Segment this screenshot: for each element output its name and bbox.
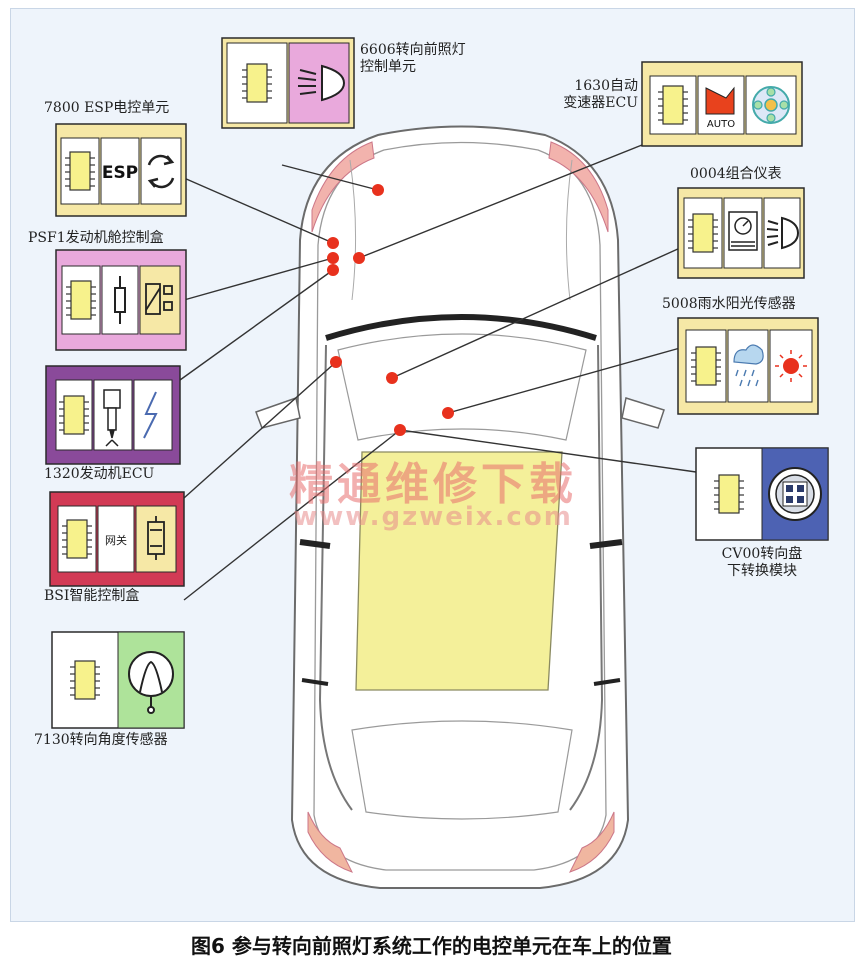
module-7130 xyxy=(51,631,185,729)
windshield xyxy=(337,333,587,441)
left-sill-trim xyxy=(301,678,329,686)
watermark-text: 精通维修下载 xyxy=(289,459,577,510)
right-sill-trim xyxy=(593,678,621,686)
label-1320: 1320发动机ECU xyxy=(44,466,154,483)
gateway-label: 网关 xyxy=(105,533,127,547)
label-6606-line2: 控制单元 xyxy=(360,59,416,75)
label-0004: 0004组合仪表 xyxy=(690,166,782,183)
module-6606 xyxy=(221,37,355,129)
module-5008 xyxy=(677,317,819,415)
relay-icon xyxy=(147,516,165,560)
left-pillar xyxy=(318,344,353,811)
label-7800: 7800 ESP电控单元 xyxy=(44,100,169,117)
instrument-cluster-icon xyxy=(728,211,758,251)
marker-1320 xyxy=(327,264,339,276)
figure-caption: 图6 参与转向前照灯系统工作的电控单元在车上的位置 xyxy=(191,934,672,958)
label-5008: 5008雨水阳光传感器 xyxy=(662,296,796,313)
stability-icon xyxy=(147,154,175,189)
label-bsi: BSI智能控制盒 xyxy=(44,588,139,605)
label-0004-line1: 0004组合仪表 xyxy=(690,166,782,182)
angle-sensor-icon xyxy=(128,651,174,714)
label-7130: 7130转向角度传感器 xyxy=(34,732,168,749)
hood-line-right xyxy=(565,159,573,301)
leader-lines xyxy=(179,144,697,601)
module-1320 xyxy=(45,365,181,465)
label-bsi-line1: BSI智能控制盒 xyxy=(44,588,140,604)
right-pillar xyxy=(569,344,604,811)
marker-6606 xyxy=(372,184,384,196)
relay-icon xyxy=(145,283,173,315)
sunroof xyxy=(355,451,563,691)
module-7800: ESP xyxy=(55,123,187,217)
watermark-url: www.gzweix.com xyxy=(293,502,573,532)
module-1630: AUTO xyxy=(641,61,803,147)
marker-0004 xyxy=(386,372,398,384)
marker-1630 xyxy=(353,252,365,264)
spark-icon xyxy=(143,391,158,439)
right-door-trim xyxy=(589,539,623,549)
left-door-trim xyxy=(299,539,331,549)
label-5008-line1: 5008雨水阳光传感器 xyxy=(662,296,796,312)
module-bsi: 网关 xyxy=(49,491,185,587)
headlight-icon xyxy=(297,64,346,102)
right-headlight xyxy=(548,141,609,233)
marker-5008 xyxy=(442,407,454,419)
windshield-edge xyxy=(325,314,597,341)
label-7130-line1: 7130转向角度传感器 xyxy=(34,732,168,748)
headlight-icon xyxy=(766,216,800,250)
right-rear-light xyxy=(569,811,615,873)
label-7800-line1: 7800 ESP电控单元 xyxy=(44,100,170,116)
label-6606: 6606转向前照灯 控制单元 xyxy=(360,42,466,76)
marker-7130 xyxy=(394,424,406,436)
sun-icon xyxy=(775,350,807,382)
fuse-icon xyxy=(114,276,126,324)
steering-wheel-icon xyxy=(768,467,822,521)
auto-label: AUTO xyxy=(707,119,735,130)
left-headlight xyxy=(311,141,375,233)
gear-shift-icon: AUTO xyxy=(705,86,735,130)
label-6606-line1: 6606转向前照灯 xyxy=(360,42,466,58)
right-mirror xyxy=(621,397,665,429)
rear-window xyxy=(351,720,573,820)
marker-7800 xyxy=(327,237,339,249)
label-1630-line1: 1630自动 xyxy=(574,78,638,94)
module-0004 xyxy=(677,187,805,279)
module-cv00 xyxy=(695,447,829,541)
esp-icon: ESP xyxy=(102,163,138,183)
module-psf1 xyxy=(55,249,187,351)
label-1630: 1630自动 变速器ECU xyxy=(532,78,638,112)
label-cv00-line1: CV00转向盘 xyxy=(721,546,803,562)
injector-icon xyxy=(103,389,121,447)
car-diagram: ESP AUTO xyxy=(45,37,829,889)
marker-bsi xyxy=(330,356,342,368)
module-markers xyxy=(327,184,454,436)
label-1630-line2: 变速器ECU xyxy=(563,95,638,111)
hood-line xyxy=(349,159,357,301)
label-cv00-line2: 下转换模块 xyxy=(727,563,797,579)
rain-icon xyxy=(733,344,764,387)
label-psf1: PSF1发动机舱控制盒 xyxy=(28,230,164,247)
left-rear-light xyxy=(307,811,353,873)
label-cv00: CV00转向盘 下转换模块 xyxy=(700,546,824,580)
transmission-icon xyxy=(752,86,790,124)
label-psf1-line1: PSF1发动机舱控制盒 xyxy=(28,230,164,246)
marker-psf1 xyxy=(327,252,339,264)
label-1320-line1: 1320发动机ECU xyxy=(44,466,155,482)
